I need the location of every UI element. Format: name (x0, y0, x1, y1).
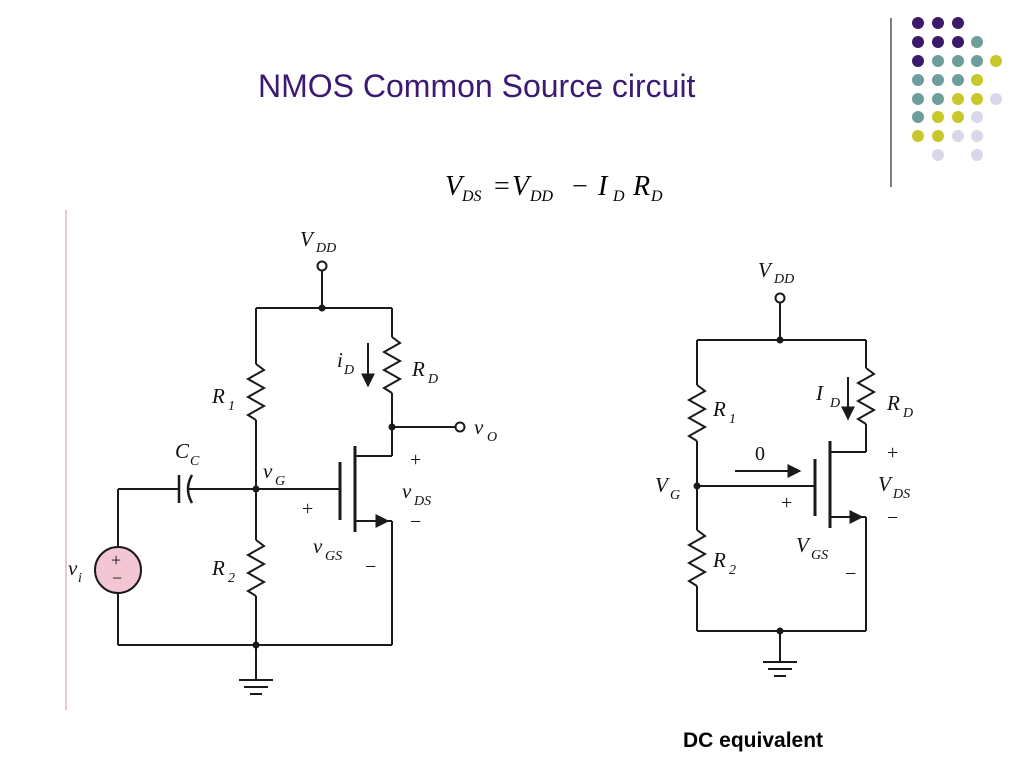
svg-text:D: D (650, 188, 663, 205)
svg-text:R: R (211, 384, 225, 408)
svg-text:R: R (211, 556, 225, 580)
svg-text:DS: DS (461, 188, 482, 205)
svg-text:+: + (781, 492, 792, 514)
r1-resistor-dc (686, 384, 708, 442)
svg-text:−: − (845, 563, 856, 585)
svg-text:D: D (902, 406, 913, 421)
svg-text:2: 2 (228, 571, 235, 586)
r1-resistor (245, 363, 267, 421)
svg-text:+: + (111, 550, 121, 570)
svg-text:D: D (343, 363, 354, 378)
svg-text:C: C (190, 454, 200, 469)
vdd-label: V (300, 227, 315, 251)
svg-text:+: + (887, 442, 898, 464)
svg-text:v: v (474, 415, 484, 439)
dc-equivalent-caption: DC equivalent (683, 729, 824, 752)
svg-text:DS: DS (413, 494, 431, 509)
svg-text:I: I (815, 381, 824, 405)
r2-resistor (245, 539, 267, 597)
svg-text:R: R (886, 391, 900, 415)
svg-text:v: v (68, 556, 78, 580)
svg-text:D: D (829, 396, 840, 411)
vo-terminal (454, 421, 466, 433)
r2-resistor-dc (686, 529, 708, 587)
svg-text:R: R (411, 357, 425, 381)
svg-text:1: 1 (228, 399, 235, 414)
svg-text:v: v (313, 534, 323, 558)
svg-text:−: − (365, 556, 376, 578)
svg-text:GS: GS (325, 549, 342, 564)
svg-text:D: D (612, 188, 625, 205)
vds-equation: V DS = V DD − I D R D (445, 171, 663, 205)
svg-text:i: i (337, 348, 343, 372)
svg-text:−: − (887, 507, 898, 529)
dc-equivalent-circuit: V DD R 1 R D I D + V DS − V G (655, 258, 913, 677)
vdd-terminal (316, 260, 328, 272)
rd-resistor-dc (855, 367, 877, 425)
common-source-circuit: V DD R 1 R D i D v O (68, 227, 497, 695)
svg-text:0: 0 (755, 443, 765, 465)
svg-text:v: v (263, 459, 273, 483)
svg-text:−: − (112, 568, 122, 588)
svg-text:V: V (655, 473, 670, 497)
svg-text:1: 1 (729, 412, 736, 427)
svg-text:R: R (712, 397, 726, 421)
svg-text:R: R (632, 171, 650, 202)
svg-text:V: V (758, 258, 773, 282)
vdd-terminal-dc (774, 292, 786, 304)
svg-text:−: − (410, 511, 421, 533)
svg-text:2: 2 (729, 563, 736, 578)
ground-symbol (239, 679, 273, 695)
rd-resistor (381, 336, 403, 394)
svg-text:v: v (402, 479, 412, 503)
slide-title: NMOS Common Source circuit (258, 68, 696, 104)
svg-text:=: = (494, 171, 510, 202)
svg-text:G: G (275, 474, 285, 489)
svg-text:DS: DS (892, 487, 910, 502)
svg-text:C: C (175, 439, 190, 463)
svg-text:D: D (427, 372, 438, 387)
svg-text:V: V (878, 472, 893, 496)
svg-text:V: V (796, 533, 811, 557)
svg-text:i: i (78, 571, 82, 586)
svg-text:−: − (572, 171, 588, 202)
svg-text:DD: DD (315, 241, 336, 256)
ground-symbol-dc (763, 661, 797, 677)
svg-text:I: I (597, 171, 609, 202)
svg-text:G: G (670, 488, 680, 503)
svg-text:R: R (712, 548, 726, 572)
svg-text:V: V (445, 171, 465, 202)
svg-text:GS: GS (811, 548, 828, 563)
svg-text:+: + (302, 498, 313, 520)
svg-text:V: V (512, 171, 532, 202)
decorative-dot-grid (912, 17, 1002, 161)
svg-text:DD: DD (529, 188, 554, 205)
svg-text:DD: DD (773, 272, 794, 287)
svg-text:O: O (487, 430, 497, 445)
svg-text:+: + (410, 449, 421, 471)
